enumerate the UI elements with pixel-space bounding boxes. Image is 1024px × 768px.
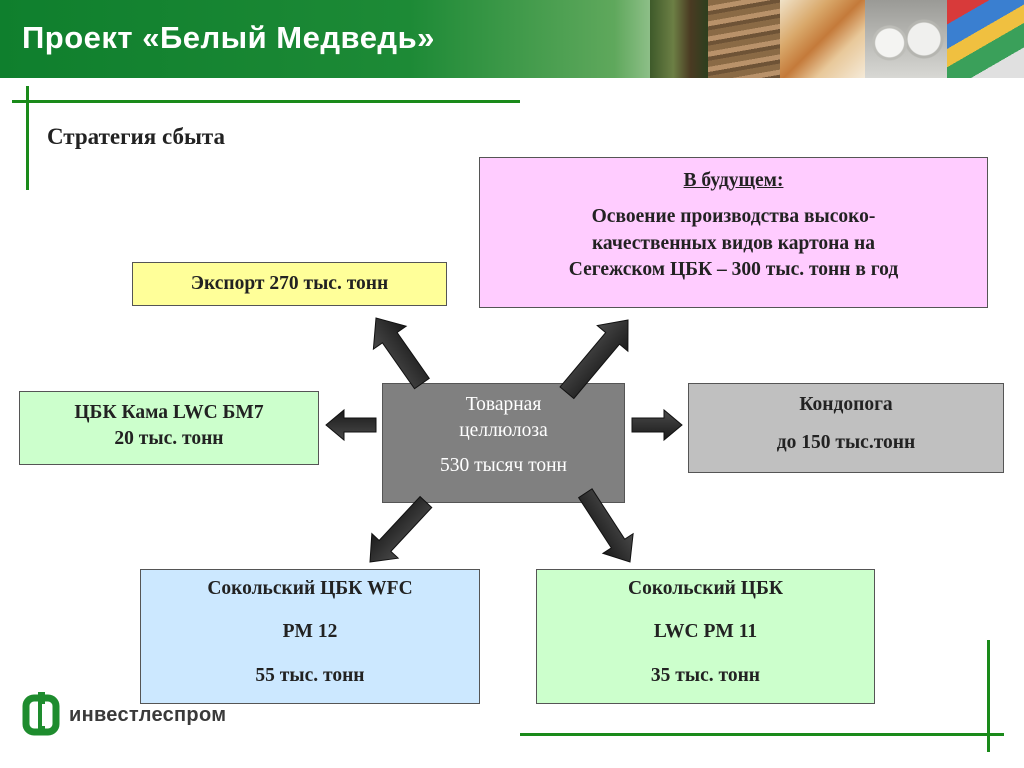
packaging-photo: [947, 0, 1024, 78]
arrow-to-kondopoga: [631, 408, 683, 442]
wood-panels-photo: [780, 0, 865, 78]
kama-box: ЦБК Кама LWC БМ7 20 тыс. тонн: [19, 391, 319, 465]
center-line-1: Товарная: [465, 394, 542, 415]
center-value: 530 тысяч тонн: [440, 454, 567, 476]
sokol-lwc-line-3: 35 тыс. тонн: [650, 664, 761, 686]
kondopoga-box: Кондопога до 150 тыс.тонн: [688, 383, 1004, 473]
header-photo-strip: [650, 0, 1024, 78]
sokol-lwc-line-1: Сокольский ЦБК: [628, 578, 783, 599]
export-box: Экспорт 270 тыс. тонн: [132, 262, 447, 306]
center-box: Товарная целлюлоза 530 тысяч тонн: [382, 383, 625, 503]
future-line-3: Сегежском ЦБК – 300 тыс. тонн в год: [568, 258, 899, 280]
sokol-lwc-box: Сокольский ЦБК LWC PM 11 35 тыс. тонн: [536, 569, 875, 704]
sokol-wfc-line-1: Сокольский ЦБК WFC: [207, 578, 413, 599]
sokol-lwc-line-2: LWC PM 11: [653, 621, 758, 643]
company-logo: инвестлеспром: [22, 690, 226, 738]
arrow-to-sokol-wfc: [369, 495, 433, 563]
top-divider-line: [12, 100, 520, 103]
kama-line-2: 20 тыс. тонн: [114, 428, 224, 450]
header-bar: Проект «Белый Медведь»: [0, 0, 1024, 78]
arrow-to-future: [559, 319, 629, 400]
arrow-to-kama: [325, 408, 377, 442]
future-heading: В будущем:: [683, 170, 784, 191]
forest-photo: [650, 0, 708, 78]
kondopoga-line-1: Кондопога: [799, 394, 893, 415]
arrow-to-export: [372, 317, 430, 390]
arrow-to-sokol-lwc: [577, 488, 634, 563]
bottom-right-vertical-line: [987, 640, 990, 752]
logs-photo: [708, 0, 780, 78]
kama-line-1: ЦБК Кама LWC БМ7: [74, 402, 264, 423]
future-box: В будущем: Освоение производства высоко-…: [479, 157, 988, 308]
bottom-divider-line: [520, 733, 1004, 736]
future-line-1: Освоение производства высоко-: [591, 206, 876, 228]
sokol-wfc-line-2: PM 12: [282, 621, 338, 643]
export-text: Экспорт 270 тыс. тонн: [190, 273, 389, 294]
logo-mark-icon: [22, 692, 60, 736]
sokol-wfc-box: Сокольский ЦБК WFC PM 12 55 тыс. тонн: [140, 569, 480, 704]
page-title: Проект «Белый Медведь»: [22, 20, 435, 55]
kondopoga-line-2: до 150 тыс.тонн: [776, 432, 916, 454]
future-line-2: качественных видов картона на: [591, 232, 876, 254]
sokol-wfc-line-3: 55 тыс. тонн: [255, 664, 365, 686]
top-left-vertical-line: [26, 86, 29, 190]
section-subtitle: Стратегия сбыта: [47, 124, 226, 149]
logo-text: инвестлеспром: [69, 704, 227, 726]
paper-rolls-photo: [865, 0, 947, 78]
center-line-2: целлюлоза: [459, 420, 548, 442]
